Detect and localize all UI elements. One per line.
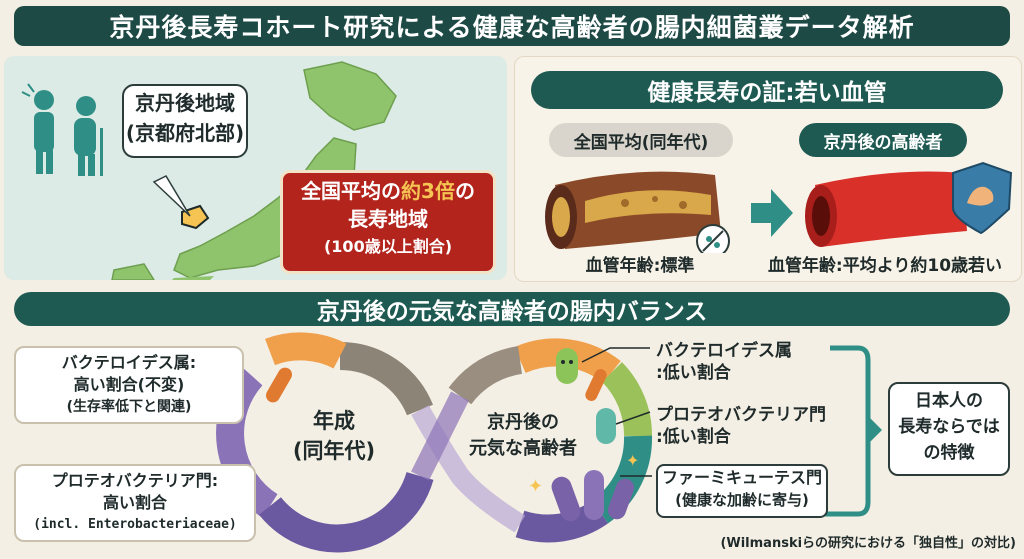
box2-title: プロテオバクテリア門: (51, 471, 219, 490)
region-name: 京丹後地域 (135, 91, 235, 115)
right-ring-center: 京丹後の 元気な高齢者 (458, 410, 588, 462)
item1-value: :低い割合 (656, 363, 731, 383)
item3-value: (健康な加齢に寄与) (675, 491, 809, 509)
bacteria-icon: ✦ ✦ (528, 348, 639, 522)
left-center-title: 年成 (313, 409, 355, 433)
shield-muscle-icon (952, 161, 1013, 235)
conclusion-line1: 日本人の (915, 391, 983, 411)
left-ring-center: 年成 (同年代) (274, 406, 394, 466)
left-center-subtitle: (同年代) (292, 439, 376, 463)
elderly-couple-icon (21, 83, 103, 176)
box2-note: (incl. Enterobacteriaceae) (33, 517, 237, 532)
vessel-illustration (545, 161, 1013, 253)
box2-value: 高い割合 (102, 493, 167, 512)
vessel-heading: 健康長寿の証:若い血管 (531, 71, 1003, 109)
stat-prefix: 全国平均の (301, 179, 402, 203)
left-box-bacteroides: バクテロイデス属: 高い割合(不変) (生存率低下と関連) (14, 346, 244, 424)
right-item-proteobacteria: プロテオバクテリア門 :低い割合 (656, 404, 826, 448)
item2-value: :低い割合 (656, 427, 731, 447)
box1-note: (生存率低下と関連) (66, 399, 192, 415)
conclusion-line3: の特徴 (923, 443, 975, 463)
item3-title: ファーミキューテス門 (661, 468, 822, 487)
bacteria-icon (266, 367, 292, 403)
region-prefecture: (京都府北部) (125, 121, 245, 145)
right-center-title: 京丹後の (487, 412, 559, 433)
footnote: (Wilmanskiらの研究における「独自性」の対比) (720, 536, 1016, 551)
kyotango-elderly-pill: 京丹後の高齢者 (799, 123, 967, 157)
kyotango-caption: 血管年齢:平均より約10歳若い (767, 256, 1003, 276)
healthy-vessel-icon (805, 171, 967, 247)
national-average-pill: 全国平均(同年代) (549, 123, 733, 157)
box1-title: バクテロイデス属: (61, 353, 197, 372)
arrow-right-icon (751, 189, 793, 237)
right-item-bacteroides: バクテロイデス属 :低い割合 (656, 340, 792, 384)
map-panel: 京丹後地域 (京都府北部) 全国平均の約3倍の 長寿地域 (100歳以上割合) (4, 56, 507, 280)
arrow-right-icon (868, 416, 882, 444)
stat-region: 長寿地域 (348, 207, 428, 231)
right-center-subtitle: 元気な高齢者 (469, 438, 577, 459)
region-callout: 京丹後地域 (京都府北部) (122, 84, 248, 158)
stat-suffix: の (454, 179, 475, 203)
item2-title: プロテオバクテリア門 (656, 405, 826, 425)
item1-title: バクテロイデス属 (656, 341, 792, 361)
stat-highlight: 約3倍 (401, 179, 455, 203)
national-caption: 血管年齢:標準 (585, 256, 695, 276)
vessel-panel: 健康長寿の証:若い血管 全国平均(同年代) 京丹後の高齢者 血管年齢:標準 (514, 56, 1022, 282)
gut-ring-diagram: ✦ ✦ (216, 332, 882, 553)
page-title: 京丹後長寿コホート研究による健康な高齢者の腸内細菌叢データ解析 (14, 6, 1010, 46)
conclusion-box: 日本人の 長寿ならでは の特徴 (888, 382, 1010, 476)
no-entry-icon (696, 224, 730, 253)
clogged-vessel-icon (545, 171, 721, 249)
svg-text:✦: ✦ (626, 451, 639, 470)
svg-text:✦: ✦ (528, 476, 543, 497)
conclusion-line2: 長寿ならでは (898, 417, 1000, 437)
gut-balance-heading: 京丹後の元気な高齢者の腸内バランス (14, 292, 1010, 326)
left-box-proteobacteria: プロテオバクテリア門: 高い割合 (incl. Enterobacteriace… (14, 464, 256, 542)
stat-note: (100歳以上割合) (323, 237, 453, 256)
longevity-stat-box: 全国平均の約3倍の 長寿地域 (100歳以上割合) (280, 170, 496, 274)
box1-value: 高い割合(不変) (73, 375, 185, 394)
right-item-firmicutes: ファーミキューテス門 (健康な加齢に寄与) (656, 464, 828, 518)
